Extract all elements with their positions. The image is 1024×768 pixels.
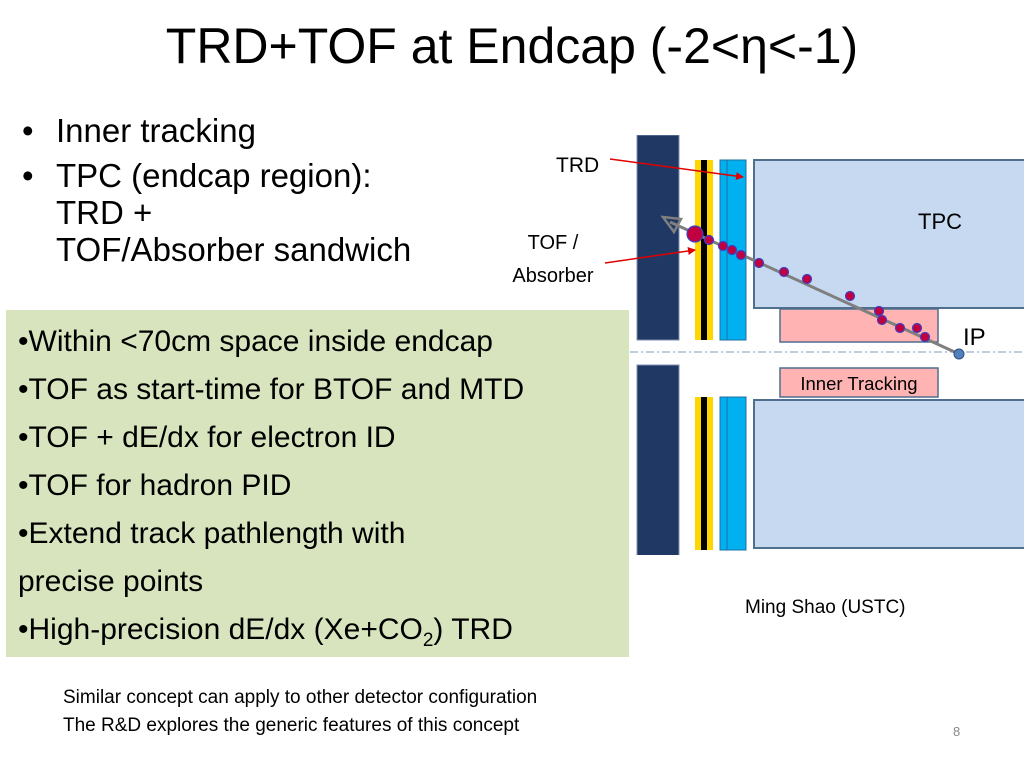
tpc-label: TPC xyxy=(918,209,962,234)
track-hits xyxy=(686,225,931,343)
bullet-text: Inner tracking xyxy=(56,112,256,149)
tof-absorber-black-upper xyxy=(701,160,707,340)
slide-title: TRD+TOF at Endcap (-2<η<-1) xyxy=(165,18,859,74)
trd-pointer-arrow xyxy=(609,158,744,181)
footnotes: Similar concept can apply to other detec… xyxy=(63,684,537,740)
page-number: 8 xyxy=(953,724,961,739)
author-credit: Ming Shao (USTC) xyxy=(745,597,906,618)
subscript: 2 xyxy=(422,630,434,651)
inner-tracking-lower xyxy=(779,367,939,398)
track-arrowhead xyxy=(660,215,683,235)
trd-lower xyxy=(719,396,747,551)
feature-item: •Within <70cm space inside endcap xyxy=(18,325,493,358)
feature-item-continuation: precise points xyxy=(18,565,204,598)
particle-track xyxy=(669,220,960,356)
footnote-line: Similar concept can apply to other detec… xyxy=(63,687,538,708)
tpc-upper xyxy=(753,159,1024,309)
bullet-marker: • xyxy=(22,157,34,194)
feature-item: •TOF as start-time for BTOF and MTD xyxy=(18,373,525,406)
detector-diagram: TRD TOF / Absorber TPC IP Inner Tracking xyxy=(512,135,1024,555)
feature-text: ) TRD xyxy=(433,613,513,646)
features-box: •Within <70cm space inside endcap •TOF a… xyxy=(6,310,629,657)
trd-label: TRD xyxy=(556,154,599,177)
absorber-lower xyxy=(636,364,680,555)
inner-tracking-upper xyxy=(779,308,939,343)
footnote-line: The R&D explores the generic features of… xyxy=(63,715,520,736)
bullet-text: TRD + xyxy=(56,194,153,231)
feature-item: •Extend track pathlength with xyxy=(18,517,406,550)
bullet-marker: • xyxy=(22,112,34,149)
bullet-item: • TPC (endcap region): TRD + TOF/Absorbe… xyxy=(22,157,411,268)
absorber-upper xyxy=(636,135,680,341)
feature-item: •High-precision dE/dx (Xe+CO2) TRD xyxy=(18,606,617,654)
tof-absorber-black-lower xyxy=(701,397,707,550)
ip-label: IP xyxy=(963,324,986,351)
bullet-item: • Inner tracking xyxy=(22,112,411,149)
inner-tracking-label: Inner Tracking xyxy=(800,373,917,394)
tof-label-line2: Absorber xyxy=(512,265,593,287)
bullet-list: • Inner tracking • TPC (endcap region): … xyxy=(22,112,411,268)
bullet-text: TPC (endcap region): xyxy=(56,157,372,194)
ip-point xyxy=(953,348,965,360)
tof-pointer-arrow xyxy=(604,247,696,264)
feature-item: •TOF + dE/dx for electron ID xyxy=(18,421,396,454)
feature-text: •High-precision dE/dx (Xe+CO xyxy=(18,613,423,646)
bullet-text: TOF/Absorber sandwich xyxy=(56,231,412,268)
tpc-lower xyxy=(753,399,1024,549)
tof-label-line1: TOF / xyxy=(528,232,579,254)
feature-item: •TOF for hadron PID xyxy=(18,469,292,502)
